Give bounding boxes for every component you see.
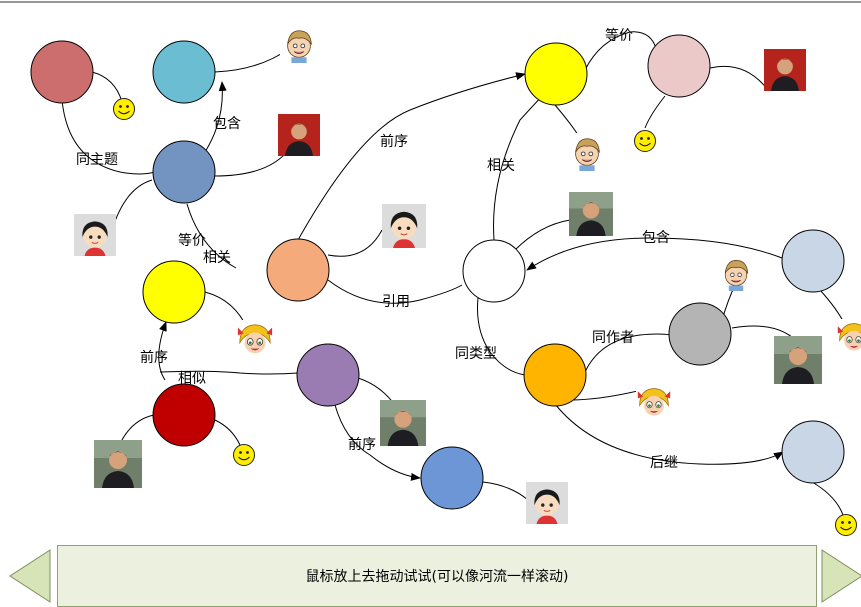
edge-similar <box>159 370 299 375</box>
scroll-instruction-text: 鼠标放上去拖动试试(可以像河流一样滚动) <box>305 569 569 585</box>
edge-label-same-topic: 同主题 <box>76 152 118 168</box>
edge-successor <box>554 403 784 465</box>
knowledge-graph[interactable]: 同主题 包含 等价 相关 前序 等价 相关 引用 包含 同作者 同类型 前序 相… <box>0 0 861 540</box>
person-photo-icon[interactable] <box>774 336 822 384</box>
cartoon-princess-icon[interactable] <box>836 318 861 356</box>
edge-n7-photo <box>709 65 769 91</box>
edge-label-same-type: 同类型 <box>455 346 497 362</box>
edge-label-predecessor-3: 前序 <box>348 436 376 453</box>
node-14[interactable] <box>420 446 484 510</box>
edge-label-related-2: 相关 <box>487 158 515 174</box>
edge-equivalent-2 <box>584 31 657 71</box>
node-6[interactable] <box>524 42 588 106</box>
cartoon-boy-icon[interactable] <box>280 25 318 63</box>
edge-n10-princess <box>569 389 643 401</box>
edge-same-topic <box>61 99 156 175</box>
edge-label-contains-2: 包含 <box>642 230 670 246</box>
edge-n5-girl <box>327 229 383 257</box>
right-arrow-icon[interactable] <box>820 548 861 604</box>
node-9[interactable] <box>781 229 845 293</box>
edge-label-equivalent-1: 等价 <box>178 232 206 249</box>
person-photo-icon[interactable] <box>278 114 320 156</box>
node-8[interactable] <box>462 239 526 303</box>
smiley-icon[interactable] <box>112 97 136 121</box>
edge-equivalent-1 <box>186 203 237 269</box>
edge-predecessor-3 <box>334 404 421 481</box>
edge-n14-girl <box>482 481 529 501</box>
node-11[interactable] <box>668 302 732 366</box>
left-arrow-shape <box>9 549 51 603</box>
edge-n7-smiley <box>644 95 666 129</box>
right-arrow-shape <box>821 549 861 603</box>
edge-label-equivalent-2: 等价 <box>605 27 633 44</box>
node-4[interactable] <box>142 260 206 324</box>
edge-predecessor-2 <box>158 321 167 381</box>
edge-n2-boy <box>214 47 291 73</box>
edge-label-related-1: 相关 <box>203 250 231 266</box>
cartoon-girl-icon[interactable] <box>526 481 568 525</box>
edge-n12-smiley <box>214 419 241 446</box>
edge-label-coauthor: 同作者 <box>592 330 634 346</box>
cartoon-boy-icon[interactable] <box>718 255 754 291</box>
person-photo-icon[interactable] <box>380 400 426 446</box>
person-photo-icon[interactable] <box>764 49 806 91</box>
edge-label-cites: 引用 <box>382 294 410 310</box>
person-photo-icon[interactable] <box>569 192 613 236</box>
edge-label-predecessor-2: 前序 <box>140 349 168 366</box>
node-5[interactable] <box>266 238 330 302</box>
edge-contains-1 <box>204 81 227 153</box>
person-photo-icon[interactable] <box>94 440 142 488</box>
smiley-icon[interactable] <box>834 513 858 537</box>
edge-n15-smiley <box>811 481 844 516</box>
cartoon-princess-icon[interactable] <box>236 320 274 358</box>
edge-predecessor-1 <box>297 72 526 241</box>
edge-label-similar: 相似 <box>178 371 206 387</box>
smiley-icon[interactable] <box>633 129 657 153</box>
node-12[interactable] <box>152 383 216 447</box>
edge-label-successor: 后继 <box>650 455 678 471</box>
scroll-instruction-bar[interactable]: 鼠标放上去拖动试试(可以像河流一样滚动) <box>57 545 817 607</box>
cartoon-girl-icon[interactable] <box>74 213 116 257</box>
node-10[interactable] <box>523 343 587 407</box>
edge-label-contains-1: 包含 <box>213 116 241 132</box>
node-13[interactable] <box>296 343 360 407</box>
node-1[interactable] <box>30 40 94 104</box>
left-arrow-icon[interactable] <box>8 548 52 604</box>
edge-label-predecessor-1: 前序 <box>380 133 408 150</box>
edge-n1-smiley <box>91 71 123 103</box>
edge-n8-photo <box>514 219 571 251</box>
cartoon-boy-icon[interactable] <box>568 133 606 171</box>
edge-same-type <box>477 297 526 376</box>
edge-contains-2 <box>526 237 783 271</box>
cartoon-girl-icon[interactable] <box>382 203 426 249</box>
cartoon-princess-icon[interactable] <box>636 384 672 420</box>
node-7[interactable] <box>647 34 711 98</box>
node-3[interactable] <box>152 140 216 204</box>
edge-cites <box>327 279 463 304</box>
node-2[interactable] <box>152 40 216 104</box>
edge-n3-girl <box>111 179 153 231</box>
smiley-icon[interactable] <box>232 443 256 467</box>
edge-coauthor <box>584 333 671 373</box>
node-15[interactable] <box>781 420 845 484</box>
